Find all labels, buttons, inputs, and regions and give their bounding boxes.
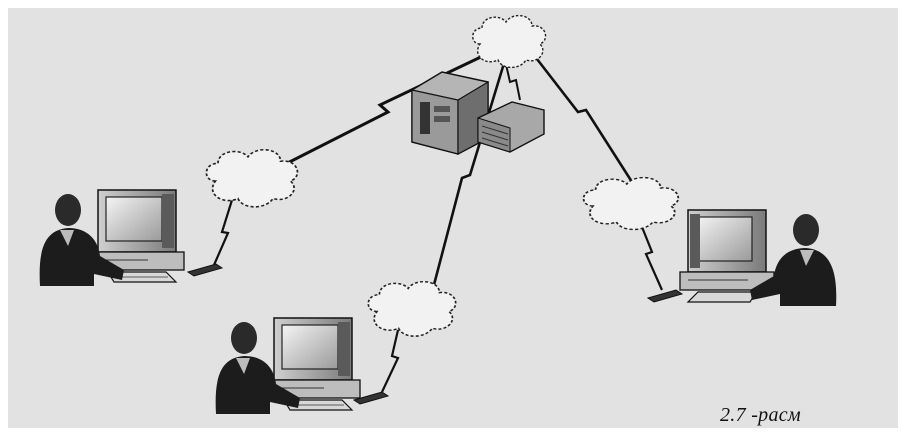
link-left-cloud-to-station [214,200,232,265]
workstation-left [40,190,184,286]
cloud-right [584,178,679,230]
server [412,72,544,154]
link-bottom-cloud-to-station [382,330,398,392]
modem-right [648,290,682,302]
cloud-left [206,150,297,207]
link-right-cloud-to-station [640,222,662,290]
workstation-bottom [216,318,360,414]
cloud-bottom [368,282,455,336]
workstation-right [680,210,836,306]
cloud-top [473,16,546,68]
figure-caption: 2.7 -расм [720,404,801,427]
modem-left [188,264,222,276]
link-top-to-right [530,50,632,182]
